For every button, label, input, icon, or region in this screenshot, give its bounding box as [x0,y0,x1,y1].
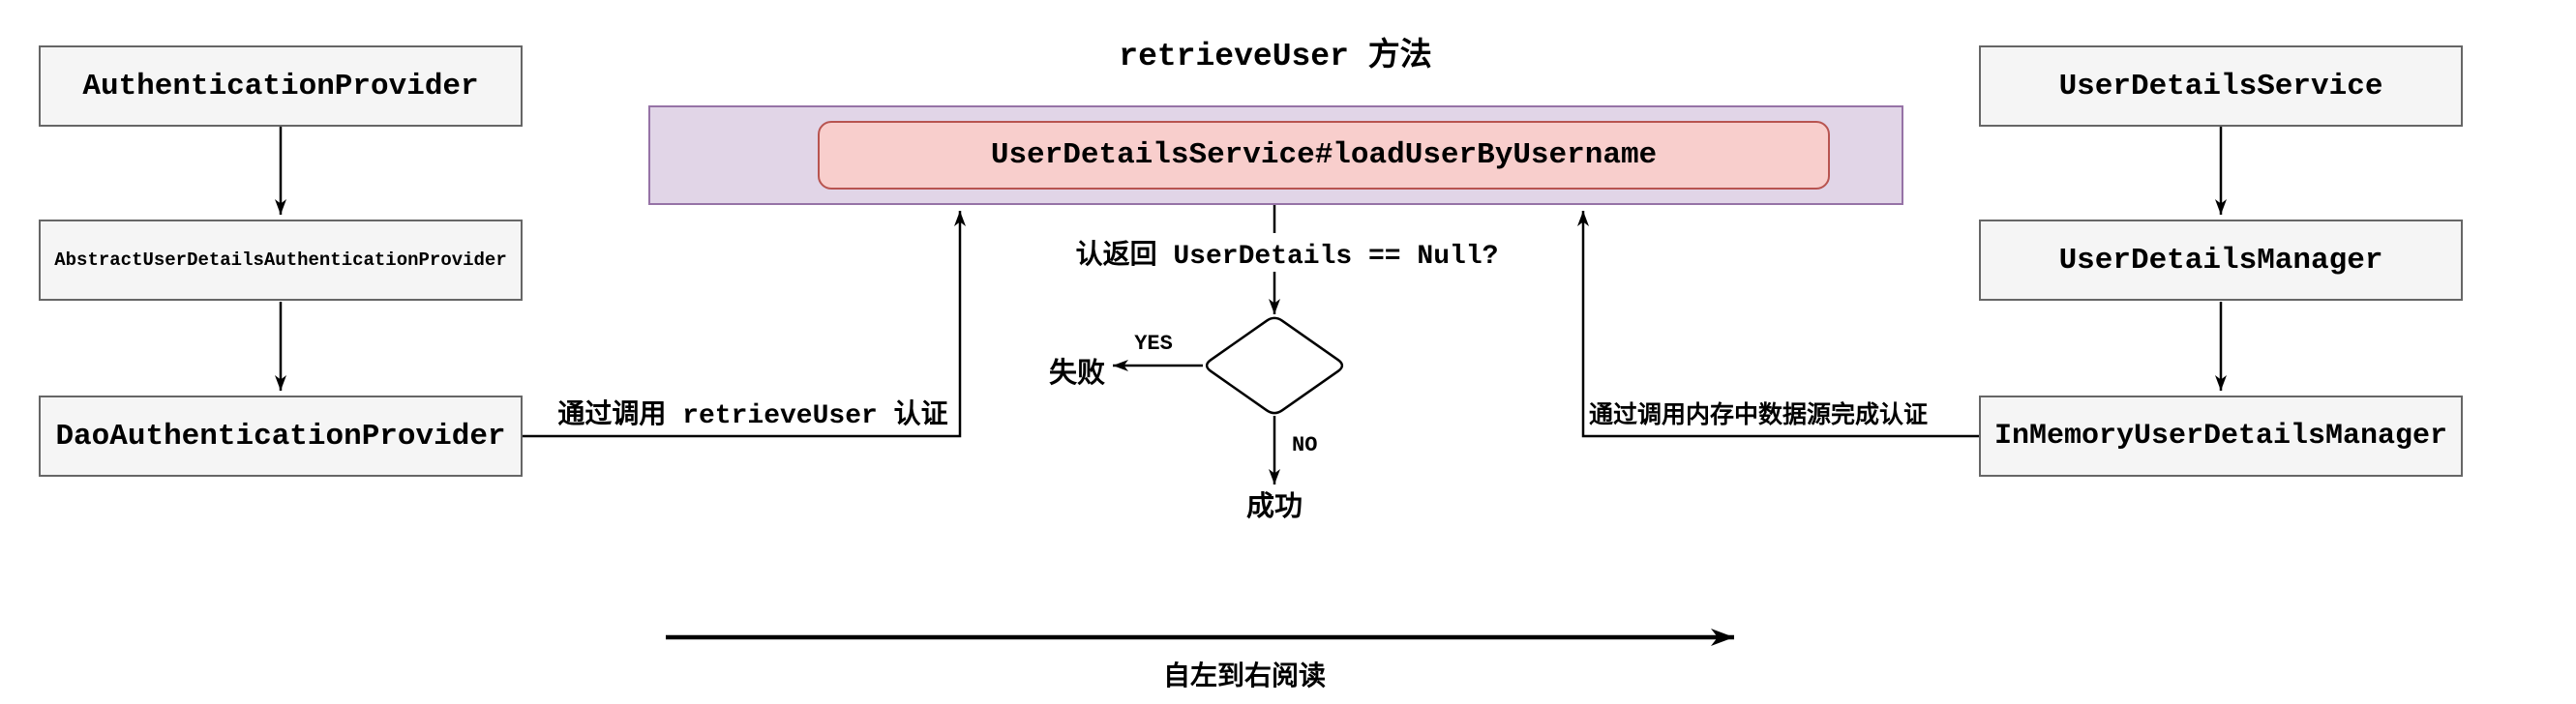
node-user-details-service: UserDetailsService [1979,45,2463,127]
node-abstract-user-details-authentication-provider: AbstractUserDetailsAuthenticationProvide… [39,220,523,301]
arrow-inmemory-to-method [1577,211,1979,438]
edge-label-inmemory-to-method: 通过调用内存中数据源完成认证 [1589,396,1929,430]
reading-direction-label: 自左到右阅读 [1162,663,1327,693]
node-authentication-provider: AuthenticationProvider [39,45,523,127]
method-node-load-user-by-username: UserDetailsService#loadUserByUsername [818,121,1830,190]
decision-diamond [1205,316,1344,415]
node-user-details-manager: UserDetailsManager [1979,220,2463,301]
success-label: 成功 [1245,492,1303,524]
decision-question: 认返回 UserDetails == Null? [1070,233,1504,272]
yes-label: YES [1131,332,1176,356]
fail-label: 失败 [1048,359,1105,391]
arrow-dao-to-method [523,211,966,438]
diagram-title: retrieveUser 方法 [1119,39,1432,74]
node-in-memory-user-details-manager: InMemoryUserDetailsManager [1979,396,2463,477]
no-label: NO [1289,433,1321,457]
edge-label-dao-to-method: 通过调用 retrieveUser 认证 [557,401,948,431]
node-dao-authentication-provider: DaoAuthenticationProvider [39,396,523,477]
